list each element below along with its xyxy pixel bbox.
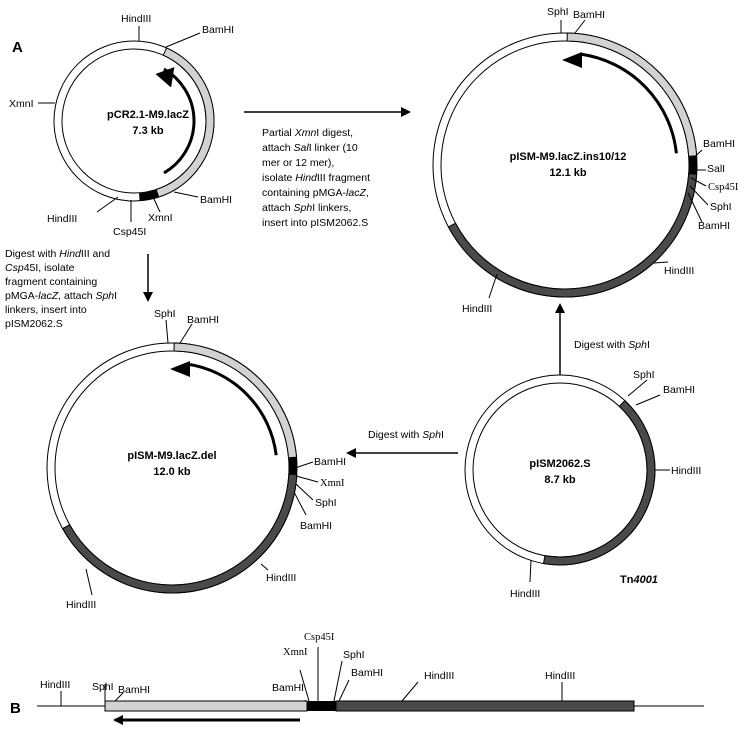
plasmid-s: pISM2062.S 8.7 kb SphI BamHI HindIII Hin…	[464, 369, 701, 600]
pcr21-lacz-arrowhead	[155, 67, 175, 88]
panel-label-b: B	[10, 700, 21, 717]
pcr21-site-hindiii-bottom: HindIII	[47, 213, 77, 225]
pcr21-site-xmni-left: XmnI	[9, 98, 34, 110]
ins-site-csp45i: Csp45I	[708, 182, 739, 193]
s-site-bamhi: BamHI	[663, 384, 695, 396]
linear-site-bamhi-2: BamHI	[272, 682, 304, 694]
del-lacz-arrowhead	[170, 361, 190, 377]
ins-name: pISM-M9.lacZ.ins10/12	[510, 151, 627, 163]
linear-light-segment	[104, 700, 308, 712]
del-tn4001-segment	[61, 473, 298, 594]
pcr21-site-xmni-bottom: XmnI	[148, 212, 173, 224]
pcr21-site-bamhi-top: BamHI	[202, 24, 234, 36]
s-tn4001-segment	[542, 399, 656, 566]
del-lacz-arrow	[186, 362, 278, 456]
pcr21-lacz-arrow	[163, 67, 196, 175]
pcr21-site-hindiii-top: HindIII	[121, 13, 151, 25]
del-site-bamhi-1: BamHI	[314, 456, 346, 468]
plasmid-ins: pISM-M9.lacZ.ins10/12 12.1 kb SphI BamHI…	[432, 6, 739, 315]
ins-site-sphi: SphI	[710, 201, 732, 213]
ins-site-hindiii-bottom: HindIII	[462, 303, 492, 315]
step-line: fragment containing	[5, 276, 97, 288]
linear-site-hindiii-2: HindIII	[424, 670, 454, 682]
ins-tn4001-segment	[447, 173, 698, 298]
step-line: Partial XmnI digest,	[262, 127, 353, 139]
tn4001-label: Tn4001	[620, 574, 658, 586]
del-site-bamhi-2: BamHI	[300, 520, 332, 532]
step-line: Digest with SphI	[574, 339, 650, 351]
del-site-hindiii-bottom: HindIII	[66, 599, 96, 611]
s-site-hindiii-bottom: HindIII	[510, 588, 540, 600]
ins-lacz-arrow	[580, 52, 678, 154]
linear-map: HindIII SphI BamHI BamHI XmnI Csp45I Sph…	[37, 632, 704, 725]
step-line: Digest with SphI	[368, 429, 444, 441]
del-name: pISM-M9.lacZ.del	[127, 450, 216, 462]
pcr21-size: 7.3 kb	[132, 125, 163, 137]
plasmid-del: pISM-M9.lacZ.del 12.0 kb SphI BamHI BamH…	[46, 308, 346, 611]
pcr21-site-csp45i: Csp45I	[113, 226, 146, 238]
step-line: pISM2062.S	[5, 318, 63, 330]
ins-size: 12.1 kb	[549, 167, 587, 179]
del-site-xmni: XmnI	[320, 478, 345, 489]
ins-site-sali: SalI	[707, 163, 725, 175]
linear-site-hindiii-3: HindIII	[545, 670, 575, 682]
step-line: pMGA-lacZ, attach SphI	[5, 290, 117, 302]
del-site-sphi-top: SphI	[154, 308, 176, 320]
step-line: mer or 12 mer),	[262, 157, 334, 169]
linear-site-csp45i: Csp45I	[304, 632, 335, 643]
plasmid-pcr21: pCR2.1-M9.lacZ 7.3 kb HindIII BamHI XmnI…	[9, 13, 234, 238]
ins-site-sphi-top: SphI	[547, 6, 569, 18]
panel-label-a: A	[12, 39, 23, 56]
linear-site-bamhi-3: BamHI	[351, 667, 383, 679]
pcr21-junction-block	[139, 189, 159, 201]
step-line: Digest with HindIII and	[5, 248, 110, 260]
linear-site-hindiii-1: HindIII	[40, 679, 70, 691]
step-line: attach SphI linkers,	[262, 202, 351, 214]
step-line: Csp45I, isolate	[5, 262, 75, 274]
s-size: 8.7 kb	[544, 474, 575, 486]
step-line: isolate HindIII fragment	[262, 172, 370, 184]
linear-site-sphi-2: SphI	[343, 649, 365, 661]
step-line: insert into pISM2062.S	[262, 217, 368, 229]
del-size: 12.0 kb	[153, 466, 191, 478]
linear-site-sphi-1: SphI	[92, 681, 114, 693]
step-line: containing pMGA-lacZ,	[262, 187, 369, 199]
linear-site-xmni: XmnI	[283, 647, 308, 658]
step-partial-digest: Partial XmnI digest, attach SalI linker (…	[262, 127, 370, 229]
s-site-hindiii-right: HindIII	[671, 465, 701, 477]
del-site-bamhi-top: BamHI	[187, 314, 219, 326]
del-site-sphi: SphI	[315, 497, 337, 509]
pcr21-name: pCR2.1-M9.lacZ	[107, 109, 189, 121]
s-name: pISM2062.S	[529, 458, 590, 470]
s-site-sphi: SphI	[633, 369, 655, 381]
step-line: linkers, insert into	[5, 304, 87, 316]
ins-site-bamhi-1: BamHI	[703, 138, 735, 150]
ins-site-bamhi-top: BamHI	[573, 9, 605, 21]
linear-dark-segment	[335, 700, 635, 712]
step-sphi-digest-left: Digest with SphI	[368, 429, 444, 441]
linear-site-bamhi-1: BamHI	[118, 684, 150, 696]
ins-site-hindiii-right: HindIII	[664, 265, 694, 277]
ins-insert-segment	[566, 32, 698, 157]
del-site-hindiii-right: HindIII	[266, 572, 296, 584]
step-sphi-digest-up: Digest with SphI	[574, 339, 650, 351]
ins-site-bamhi-2: BamHI	[698, 220, 730, 232]
step-line: attach SalI linker (10	[262, 142, 358, 154]
del-junction-block	[288, 457, 297, 475]
ins-lacz-arrowhead	[562, 52, 582, 68]
linear-junction-block	[307, 701, 336, 711]
pcr21-site-bamhi-bottom: BamHI	[200, 194, 232, 206]
